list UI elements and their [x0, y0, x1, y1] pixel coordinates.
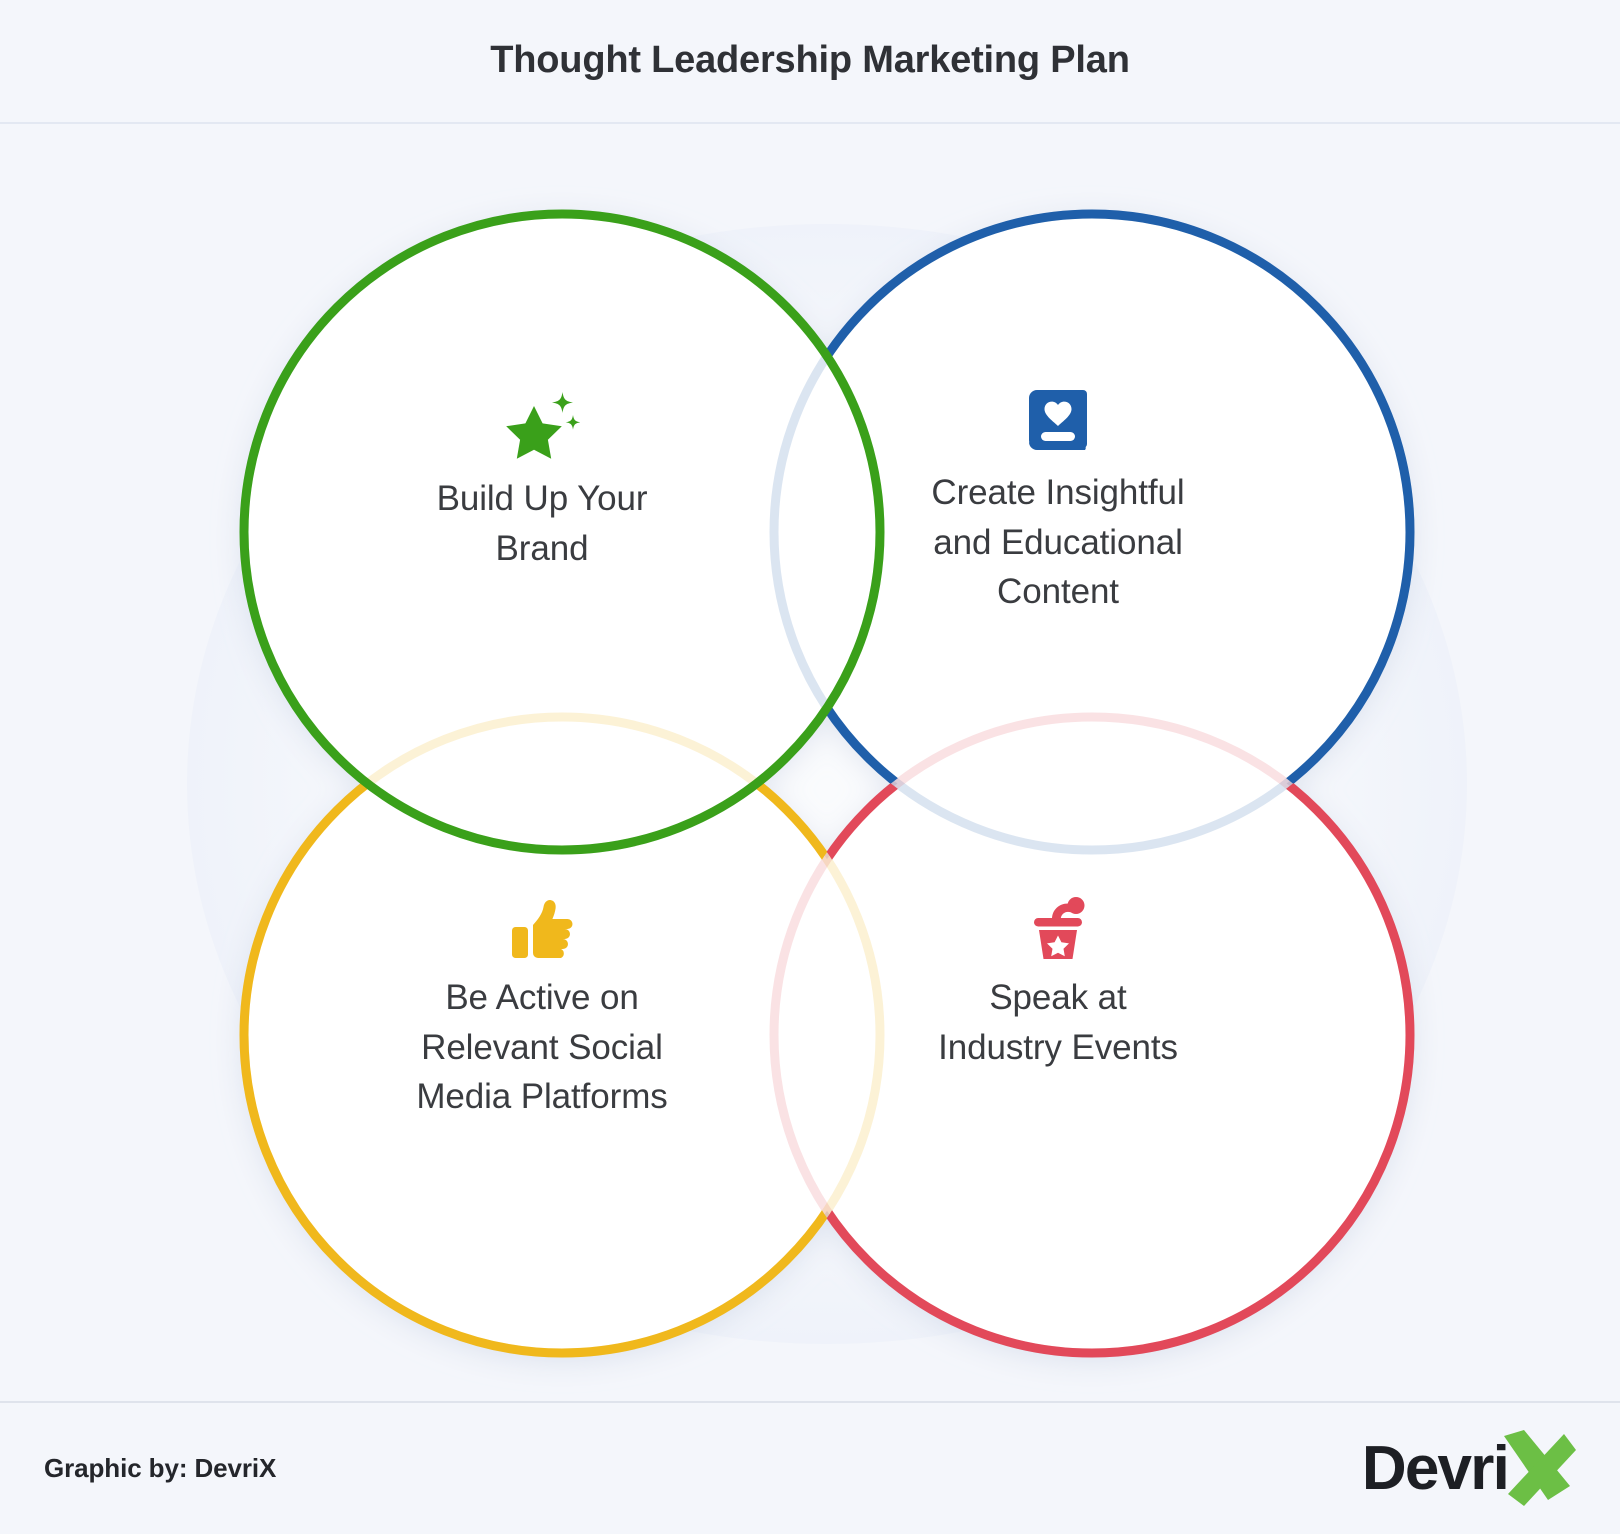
logo-wordmark: Devri	[1361, 1433, 1510, 1503]
venn-node-build-brand[interactable]: Build Up Your Brand	[342, 388, 742, 573]
label-line: Create Insightful	[931, 473, 1185, 512]
venn-node-label: Create Insightful and Educational Conten…	[931, 468, 1184, 617]
page-title: Thought Leadership Marketing Plan	[490, 39, 1130, 82]
circle-stroke-green	[239, 209, 885, 855]
circle-fills	[244, 214, 1410, 1353]
header-bar: Thought Leadership Marketing Plan	[0, 0, 1620, 124]
venn-node-label: Be Active on Relevant Social Media Platf…	[416, 973, 667, 1122]
venn-node-industry-events[interactable]: Speak at Industry Events	[858, 887, 1258, 1072]
venn-diagram: Build Up Your Brand Create Insightful an…	[0, 124, 1620, 1401]
devrix-logo[interactable]: Devri	[1362, 1426, 1576, 1512]
label-line: Content	[997, 572, 1119, 612]
venn-node-insightful-content[interactable]: Create Insightful and Educational Conten…	[858, 382, 1258, 617]
circle-stroke-yellow	[239, 712, 885, 1358]
label-line: and Educational	[933, 522, 1183, 562]
label-line: Speak at	[989, 978, 1127, 1017]
label-line: Industry Events	[938, 1027, 1178, 1067]
thumbs-up-icon	[503, 887, 581, 959]
circle-stroke-red	[769, 712, 1415, 1358]
circle-stroke-blue	[769, 209, 1415, 855]
venn-node-label: Build Up Your Brand	[437, 474, 648, 573]
label-line: Be Active on	[445, 978, 639, 1017]
label-line: Media Platforms	[416, 1077, 668, 1117]
book-heart-icon	[1019, 382, 1097, 454]
footer-bar: Graphic by: DevriX Devri	[0, 1401, 1620, 1534]
podium-star-icon	[1019, 887, 1097, 959]
label-line: Brand	[495, 528, 589, 568]
venn-svg	[187, 209, 1467, 1358]
star-sparkle-icon	[503, 388, 581, 460]
label-line: Build Up Your	[436, 479, 648, 518]
credit-text: Graphic by: DevriX	[44, 1453, 277, 1483]
logo-x-icon	[1498, 1429, 1576, 1508]
venn-node-social-media[interactable]: Be Active on Relevant Social Media Platf…	[342, 887, 742, 1122]
venn-node-label: Speak at Industry Events	[938, 973, 1178, 1072]
label-line: Relevant Social	[421, 1027, 663, 1067]
